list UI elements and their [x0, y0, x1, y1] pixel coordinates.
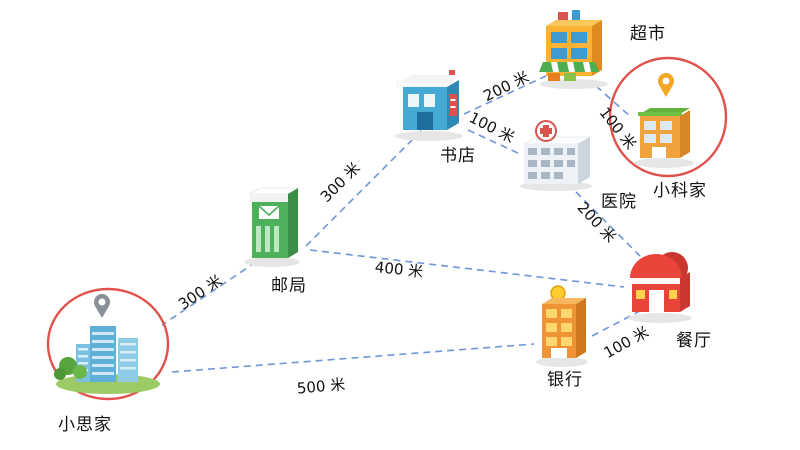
highlight-circle-xiaosi-home: [46, 287, 170, 401]
path-xiaosihome-bank: [171, 343, 535, 373]
label-supermarket: 超市: [630, 24, 666, 44]
restaurant-building-icon: [628, 252, 692, 323]
location-pin-icon: [94, 294, 110, 318]
bank-building-icon: [536, 285, 588, 367]
path-hospital-restaurant: [575, 191, 641, 257]
path-postoffice-xiaosihome: [161, 261, 257, 326]
trees-icon: [54, 357, 87, 380]
path-supermarket-xiaokehome: [595, 85, 633, 119]
highlight-circle-xiaoke-home: [608, 56, 728, 178]
xiaoke-home-building-icon: [634, 73, 694, 168]
label-restaurant: 餐厅: [676, 331, 712, 351]
location-pin-icon: [658, 73, 674, 97]
path-bank-restaurant: [591, 310, 641, 337]
path-bookstore-hospital: [467, 129, 521, 155]
label-bookstore: 书店: [440, 146, 476, 166]
hospital-building-icon: [520, 120, 592, 191]
post-office-building-icon: [244, 187, 300, 267]
supermarket-building-icon: [539, 10, 608, 89]
envelope-icon: [259, 206, 279, 219]
bookstore-building-icon: [395, 70, 463, 141]
distance-xiaosihome-bank: 500 米: [296, 375, 346, 398]
label-xiaosi-home: 小思家: [58, 415, 112, 435]
path-bookstore-supermarket: [463, 75, 547, 115]
xiaosi-home-building-icon: [54, 294, 160, 394]
label-post-office: 邮局: [271, 276, 307, 296]
coin-icon: [550, 285, 566, 301]
label-xiaoke-home: 小科家: [653, 181, 707, 201]
label-bank: 银行: [547, 370, 583, 390]
label-hospital: 医院: [601, 192, 637, 212]
path-postoffice-bookstore: [305, 127, 425, 247]
path-postoffice-restaurant: [309, 249, 625, 288]
